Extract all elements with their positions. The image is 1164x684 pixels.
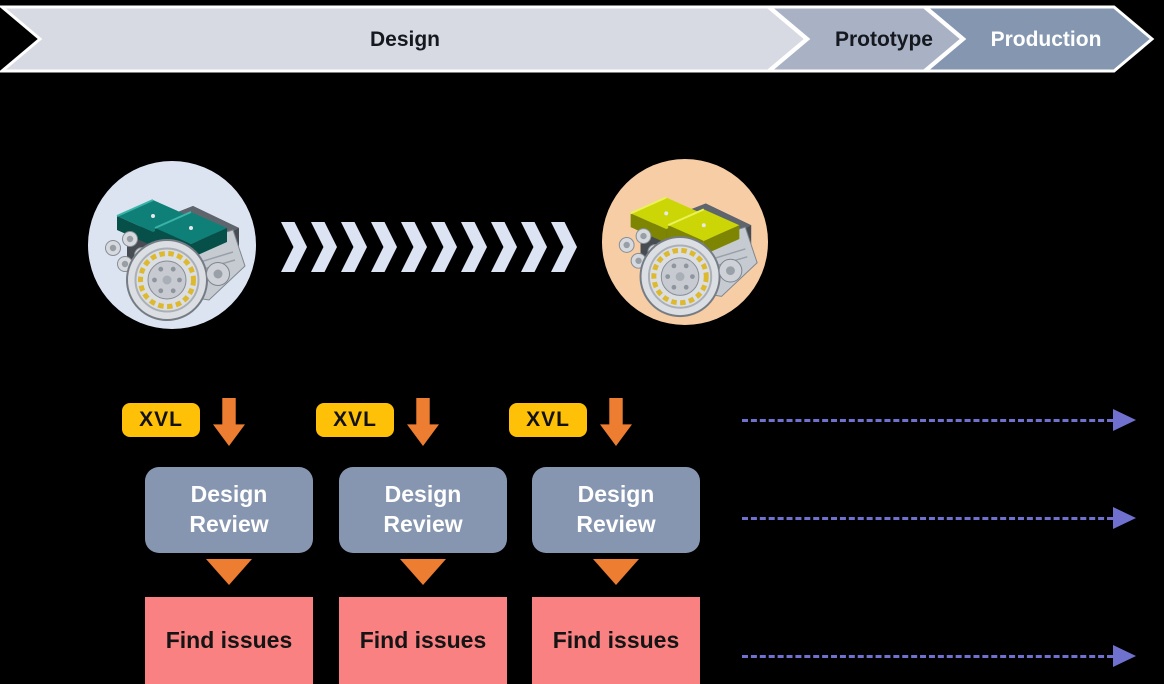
down-triangle-icon xyxy=(206,559,252,585)
find-issues-box: Find issues xyxy=(339,597,507,684)
arrowhead-icon xyxy=(1113,507,1136,529)
handoff-chevron-icon xyxy=(551,222,577,272)
handoff-chevrons xyxy=(281,222,577,272)
down-triangle-icon xyxy=(593,559,639,585)
engine-before xyxy=(88,161,256,329)
handoff-chevron-icon xyxy=(341,222,367,272)
stage-production-chevron xyxy=(921,5,1155,73)
down-arrow-icon xyxy=(213,398,245,446)
review-column-3: XVL Design Review Find issues xyxy=(509,398,700,684)
engine-after xyxy=(601,158,769,326)
xvl-badge: XVL xyxy=(509,403,587,437)
review-column-2: XVL Design Review Find issues xyxy=(316,398,507,684)
design-review-box: Design Review xyxy=(339,467,507,553)
arrowhead-icon xyxy=(1113,409,1136,431)
handoff-chevron-icon xyxy=(491,222,517,272)
down-arrow-icon xyxy=(407,398,439,446)
arrowhead-icon xyxy=(1113,645,1136,667)
design-review-box: Design Review xyxy=(532,467,700,553)
timeline-dashed-arrow-1 xyxy=(742,408,1136,432)
review-column-1: XVL Design Review Find issues xyxy=(122,398,313,684)
down-triangle-icon xyxy=(400,559,446,585)
timeline-dashed-arrow-3 xyxy=(742,644,1136,668)
find-issues-box: Find issues xyxy=(145,597,313,684)
xvl-badge: XVL xyxy=(122,403,200,437)
dashed-line xyxy=(742,654,1113,658)
stage-design-label: Design xyxy=(370,28,440,51)
find-issues-box: Find issues xyxy=(532,597,700,684)
timeline-dashed-arrow-2 xyxy=(742,506,1136,530)
handoff-chevron-icon xyxy=(431,222,457,272)
xvl-badge: XVL xyxy=(316,403,394,437)
design-review-box: Design Review xyxy=(145,467,313,553)
handoff-chevron-icon xyxy=(401,222,427,272)
stage-production-label: Production xyxy=(991,28,1102,51)
handoff-chevron-icon xyxy=(521,222,547,272)
handoff-chevron-icon xyxy=(461,222,487,272)
dashed-line xyxy=(742,516,1113,520)
down-arrow-icon xyxy=(600,398,632,446)
handoff-chevron-icon xyxy=(371,222,397,272)
process-banner: Design Prototype Production xyxy=(0,5,1155,73)
dashed-line xyxy=(742,418,1113,422)
handoff-chevron-icon xyxy=(311,222,337,272)
handoff-chevron-icon xyxy=(281,222,307,272)
stage-prototype-label: Prototype xyxy=(835,28,933,51)
